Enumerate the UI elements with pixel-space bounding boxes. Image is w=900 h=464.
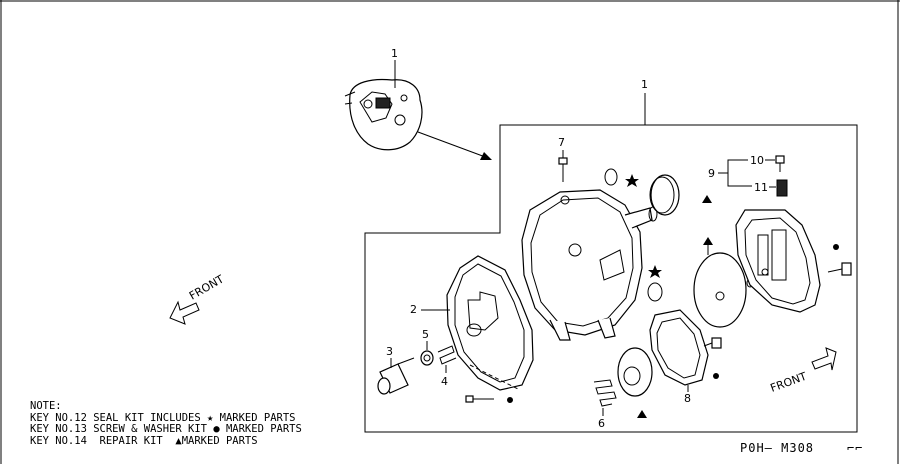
- o-ring-top: [604, 168, 618, 186]
- regulator-body: [521, 189, 658, 341]
- dot-mark-right: [833, 244, 839, 250]
- gasket-part-8: [649, 309, 709, 386]
- valve-disc: [617, 347, 653, 397]
- callout-6: 6: [598, 417, 605, 430]
- screw-part-7: [558, 157, 568, 182]
- screw-part-10: [775, 155, 785, 172]
- nut-part-5: [420, 350, 434, 366]
- figure-code-text: P0H— M308: [740, 441, 815, 455]
- note-line-1: KEY NO.12 SEAL KIT INCLUDES ★ MARKED PAR…: [30, 411, 296, 424]
- callout-7: 7: [558, 136, 565, 149]
- dot-mark-bottom: [507, 397, 513, 403]
- leader-9-bracket: [718, 159, 752, 187]
- figure-code: P0H— M308 ⌐⌐: [740, 441, 863, 455]
- note-title: NOTE:: [30, 400, 62, 412]
- front-label-right: FRONT: [769, 370, 809, 395]
- assembly-dashed-line: [469, 364, 521, 391]
- front-arrow-right: FRONT: [769, 347, 837, 395]
- screw-bottom: [465, 395, 494, 403]
- main-diaphragm: [693, 252, 747, 328]
- star-mark-lower: [648, 265, 662, 278]
- front-label-left: FRONT: [187, 272, 226, 302]
- callout-11: 11: [754, 181, 768, 194]
- callout-5: 5: [422, 328, 429, 341]
- rear-cover-part-9: [735, 209, 821, 313]
- corner-mark: ⌐⌐: [846, 441, 864, 455]
- triangle-mark-disc: [637, 410, 647, 418]
- front-cover-part-2: [446, 255, 534, 391]
- explode-arrow-line: [417, 131, 489, 159]
- exploded-view-frame: [364, 124, 858, 433]
- callout-1-main: 1: [641, 78, 648, 91]
- assembled-regulator-thumbnail: [344, 78, 423, 151]
- callout-9: 9: [708, 167, 715, 180]
- dot-mark-center: [713, 373, 719, 379]
- callout-10: 10: [750, 154, 764, 167]
- note-line-2: KEY NO.13 SCREW & WASHER KIT ● MARKED PA…: [30, 423, 302, 435]
- side-bolt-right: [827, 262, 852, 276]
- spring-part-6: [593, 379, 617, 407]
- parts-note: NOTE: KEY NO.12 SEAL KIT INCLUDES ★ MARK…: [30, 400, 302, 447]
- spring-part-11: [776, 179, 788, 197]
- small-bolt-center: [703, 337, 722, 349]
- callout-4: 4: [441, 375, 448, 388]
- callout-1-small: 1: [391, 47, 398, 60]
- explode-arrow-head: [480, 152, 492, 160]
- plunger-part-3: [377, 357, 415, 395]
- o-ring-lower: [647, 282, 663, 302]
- callout-3: 3: [386, 345, 393, 358]
- note-line-3: KEY NO.14 REPAIR KIT ▲MARKED PARTS: [30, 434, 258, 447]
- callout-8: 8: [684, 392, 691, 405]
- spring-part-4: [437, 345, 457, 365]
- front-arrow-left: FRONT: [169, 272, 226, 325]
- callout-2: 2: [410, 303, 417, 316]
- diaphragm-disc-top: [649, 174, 680, 216]
- triangle-mark-diaphragm: [703, 237, 713, 245]
- star-mark-top: [625, 174, 639, 187]
- triangle-mark-top: [702, 195, 712, 203]
